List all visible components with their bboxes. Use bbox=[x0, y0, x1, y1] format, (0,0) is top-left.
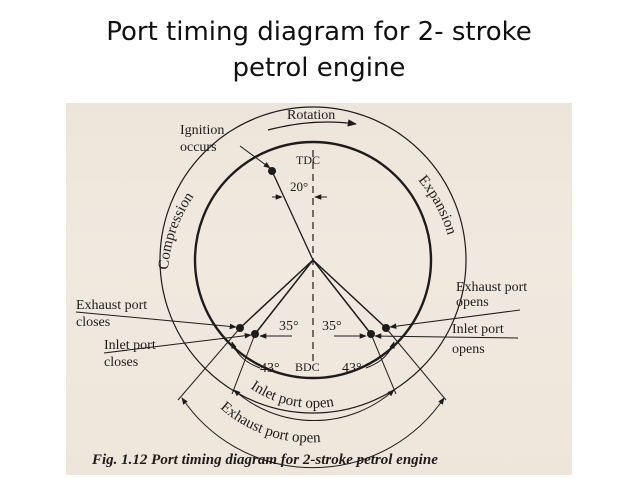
angle-43-left-label: 43° bbox=[260, 361, 280, 376]
crank-circle bbox=[193, 140, 433, 380]
left-crank-line-1 bbox=[239, 259, 314, 329]
angle-35-right-label: 35° bbox=[322, 319, 342, 334]
ignition-label-line-1: Ignition bbox=[180, 123, 224, 138]
rotation-label: Rotation bbox=[287, 108, 335, 123]
inlet-opens-leader bbox=[374, 333, 519, 339]
right-crank-line-1 bbox=[312, 259, 372, 335]
exhaust-closes-label-line-2: closes bbox=[76, 315, 110, 330]
tdc-label: TDC bbox=[296, 153, 320, 167]
angle-35-left-label: 35° bbox=[279, 319, 299, 334]
exhaust-opens-label-line-2: opens bbox=[456, 295, 489, 310]
ignition-crank-line bbox=[271, 170, 314, 261]
angle-43-left-arc bbox=[231, 341, 261, 369]
figure-caption: Fig. 1.12 Port timing diagram for 2-stro… bbox=[91, 452, 438, 468]
inlet-opens-label-line-2: opens bbox=[452, 342, 485, 357]
inlet-arc-end-right bbox=[370, 333, 397, 395]
exhaust-open-arc bbox=[181, 397, 445, 469]
slide-title-line-2: petrol engine bbox=[232, 53, 406, 83]
ignition-point bbox=[268, 167, 276, 175]
exhaust-closes-label-line-1: Exhaust port bbox=[76, 298, 147, 313]
right-crank-line-2 bbox=[312, 259, 387, 329]
angle-20-label: 20° bbox=[290, 179, 308, 194]
ignition-label-line-2: occurs bbox=[180, 140, 217, 155]
slide-title: Port timing diagram for 2- stroke petrol… bbox=[0, 14, 638, 86]
inlet-closes-label-line-2: closes bbox=[104, 355, 138, 370]
slide-title-line-1: Port timing diagram for 2- stroke bbox=[106, 17, 532, 47]
inlet-closes-leader bbox=[103, 332, 252, 354]
exhaust-opens-label-line-1: Exhaust port bbox=[456, 280, 527, 295]
exhaust-arc-end-right bbox=[385, 327, 447, 401]
inlet-arc-end-left bbox=[231, 333, 256, 395]
angle-43-right-arc bbox=[365, 341, 395, 369]
outer-circle bbox=[159, 106, 467, 414]
expansion-label: Expansion bbox=[415, 172, 460, 237]
inlet-port-open-label: Inlet port open bbox=[248, 378, 336, 412]
exhaust-closes-leader bbox=[75, 311, 237, 330]
left-crank-line-2 bbox=[254, 259, 314, 335]
angle-43-right-label: 43° bbox=[342, 361, 362, 376]
inlet-closes-label-line-1: Inlet port bbox=[104, 338, 156, 353]
rotation-arrow bbox=[267, 119, 357, 131]
ignition-leader bbox=[239, 145, 271, 169]
exhaust-arc-end-left bbox=[177, 327, 241, 401]
bdc-label: BDC bbox=[295, 360, 320, 374]
inlet-opens-label-line-1: Inlet port bbox=[452, 322, 504, 337]
exhaust-opens-leader bbox=[389, 309, 521, 329]
compression-label: Compression bbox=[156, 189, 197, 270]
